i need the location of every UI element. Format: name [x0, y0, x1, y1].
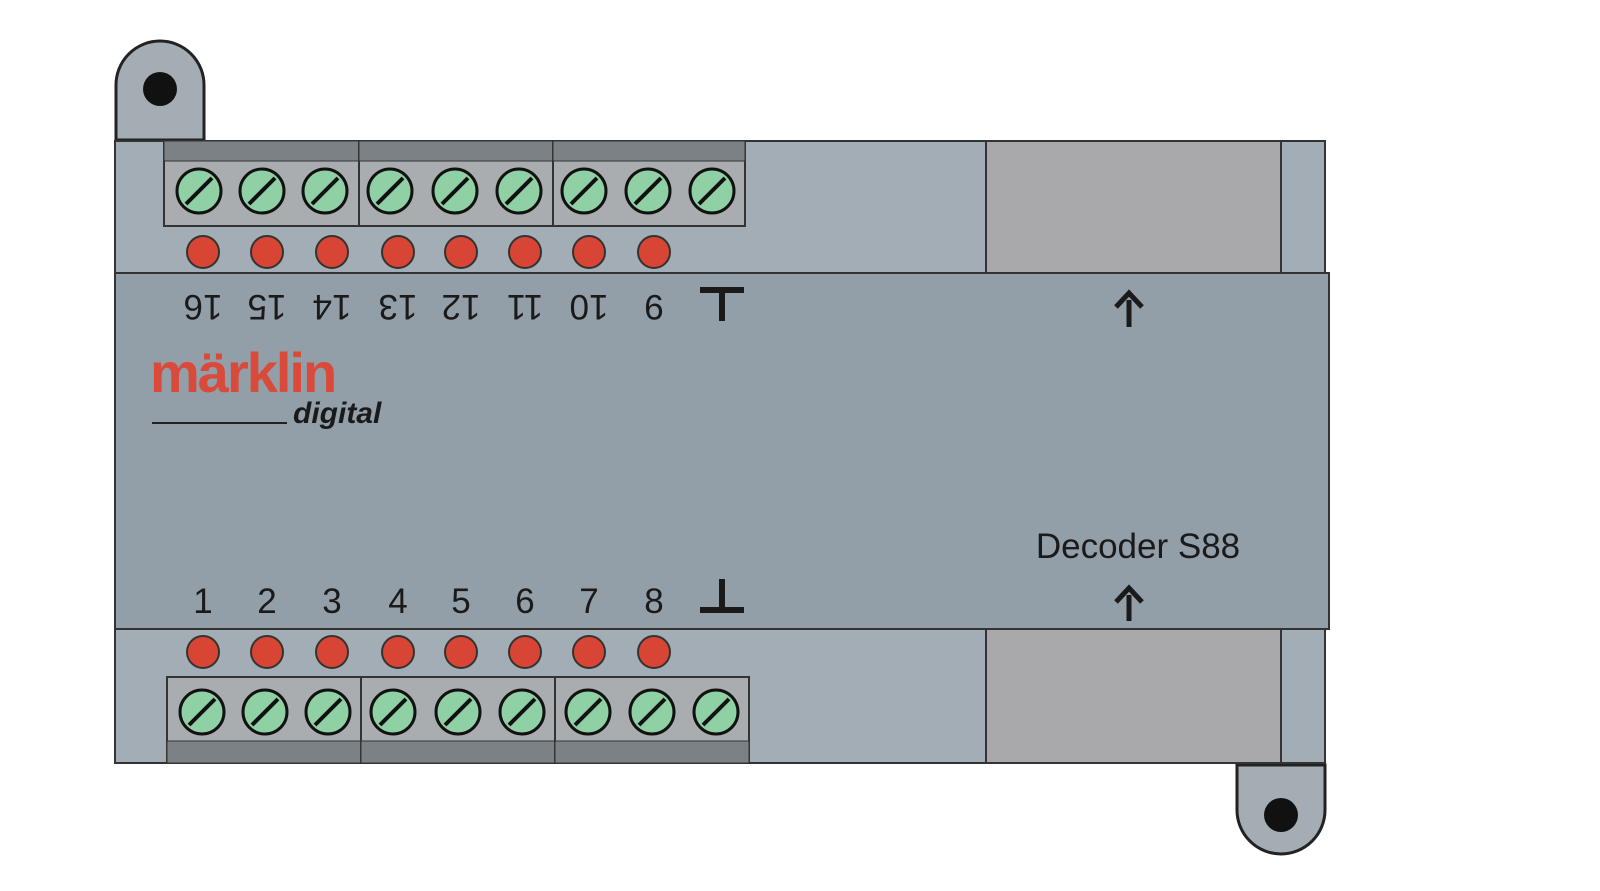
terminal-screw-icon [301, 167, 349, 215]
terminal-screw-icon [692, 688, 740, 736]
input-number-label: 6 [515, 582, 534, 621]
terminal-screw-icon [366, 167, 414, 215]
terminal-block-strip [552, 140, 746, 162]
led-indicator [572, 635, 606, 669]
terminal-screw-icon [688, 167, 736, 215]
input-number-label: 9 [644, 287, 663, 326]
brand-name: märklin [150, 341, 335, 404]
mounting-tab-top-left [114, 39, 206, 142]
led-indicator [444, 635, 478, 669]
terminal-strip-top [163, 140, 746, 227]
input-number-label: 3 [322, 582, 341, 621]
led-indicator [186, 235, 220, 269]
input-number-label: 8 [644, 582, 663, 621]
led-indicator [637, 235, 671, 269]
input-number-label: 2 [257, 582, 276, 621]
input-number-label: 10 [570, 287, 609, 326]
terminal-screw-icon [560, 167, 608, 215]
terminal-block-strip [358, 140, 554, 162]
input-labels-bottom: 1 2 3 4 5 6 7 8 [193, 582, 663, 621]
terminal-screw-icon [431, 167, 479, 215]
mounting-tab-bottom-right [1235, 763, 1327, 856]
brand-sub: digital [293, 397, 382, 430]
input-number-label: 16 [184, 287, 223, 326]
led-row-bottom [186, 635, 671, 669]
led-indicator [572, 235, 606, 269]
input-number-label: 14 [313, 287, 352, 326]
input-number-label: 12 [442, 287, 481, 326]
led-indicator [315, 635, 349, 669]
input-number-label: 7 [579, 582, 598, 621]
terminal-screw-icon [628, 688, 676, 736]
device-title: Decoder S88 [1036, 527, 1240, 566]
mounting-hole-icon [143, 72, 177, 106]
arrow-up-icon [1114, 289, 1144, 327]
s88-port-bottom [985, 628, 1282, 764]
terminal-block-strip [166, 740, 362, 764]
led-indicator [508, 235, 542, 269]
input-number-label: 4 [388, 582, 407, 621]
ground-symbol-bottom [700, 579, 744, 613]
marklin-logo: märklin digital [150, 341, 382, 430]
led-indicator [315, 235, 349, 269]
terminal-block-strip [554, 740, 750, 764]
led-indicator [250, 635, 284, 669]
input-labels-top: 9 10 11 12 13 14 15 16 [184, 287, 664, 326]
terminal-screw-icon [175, 167, 223, 215]
terminal-screw-icon [304, 688, 352, 736]
led-indicator [444, 235, 478, 269]
input-number-label: 5 [451, 582, 470, 621]
led-indicator [250, 235, 284, 269]
input-number-label: 15 [248, 287, 287, 326]
terminal-screw-icon [241, 688, 289, 736]
terminal-screw-icon [498, 688, 546, 736]
led-indicator [637, 635, 671, 669]
input-number-label: 11 [507, 287, 543, 326]
terminal-screw-icon [495, 167, 543, 215]
terminal-screw-icon [369, 688, 417, 736]
input-number-label: 13 [379, 287, 418, 326]
led-indicator [381, 235, 415, 269]
ground-symbol-top [700, 287, 744, 321]
mounting-hole-icon [1264, 798, 1298, 832]
terminal-block-strip [360, 740, 556, 764]
input-number-label: 1 [193, 582, 212, 621]
terminal-screw-icon [564, 688, 612, 736]
terminal-block-strip [163, 140, 360, 162]
terminal-screw-icon [434, 688, 482, 736]
terminal-screw-icon [178, 688, 226, 736]
s88-port-top [985, 140, 1282, 274]
led-row-top [186, 235, 671, 269]
arrow-up-icon [1114, 584, 1144, 621]
led-indicator [381, 635, 415, 669]
terminal-screw-icon [624, 167, 672, 215]
terminal-strip-bottom [166, 676, 750, 764]
led-indicator [186, 635, 220, 669]
terminal-screw-icon [238, 167, 286, 215]
led-indicator [508, 635, 542, 669]
device-center-panel [114, 272, 1330, 630]
